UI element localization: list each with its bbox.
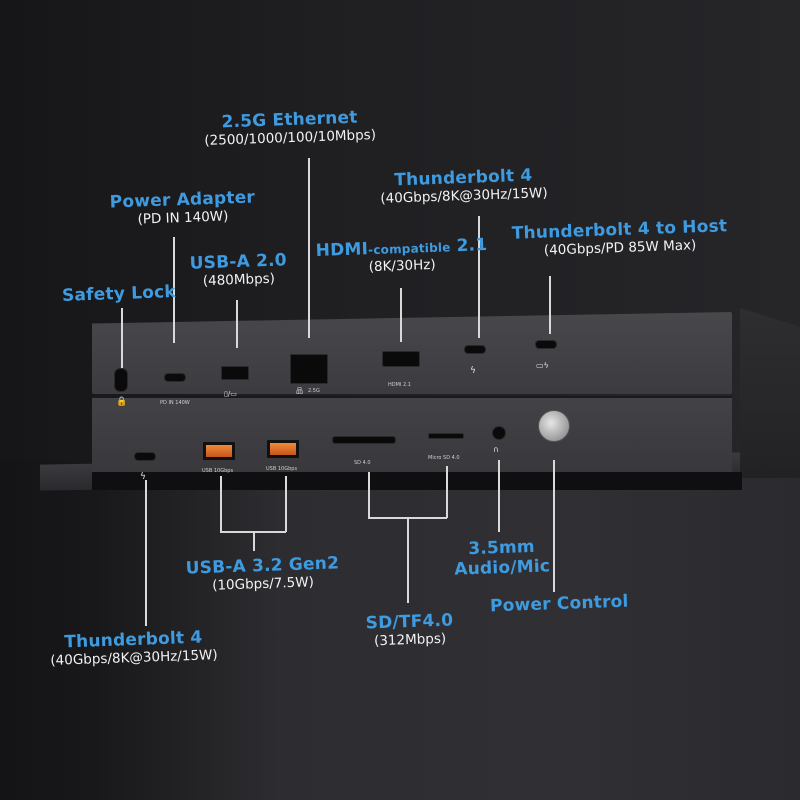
dock-shadow: [92, 472, 742, 490]
leader-hdmi: [400, 288, 402, 342]
leader-tb4-front: [145, 480, 147, 626]
microsd-label: Micro SD 4.0: [428, 455, 460, 461]
leader-usb2: [285, 476, 287, 532]
callout-sd-tf: SD/TF4.0 (312Mbps): [365, 610, 454, 650]
hdmi-label: HDMI 2.1: [388, 382, 411, 388]
hdmi-port[interactable]: [382, 351, 420, 367]
callout-safety-lock: Safety Lock: [61, 282, 177, 306]
leader-audio: [498, 460, 500, 532]
headphone-icon: ∩: [493, 445, 499, 454]
leader-usb-stem: [253, 531, 255, 551]
dock-front-panel: [92, 396, 732, 474]
callout-power-adapter: Power Adapter (PD IN 140W): [109, 187, 256, 228]
dock-side-face: [740, 308, 800, 478]
microsd-slot[interactable]: [428, 433, 464, 439]
sd-card-slot[interactable]: [332, 436, 396, 444]
leader-tb4-host: [549, 276, 551, 334]
callout-tb4-host: Thunderbolt 4 to Host (40Gbps/PD 85W Max…: [511, 216, 728, 260]
sd-label: SD 4.0: [354, 460, 371, 466]
laptop-thunderbolt-icon: ▭ϟ: [536, 361, 549, 370]
usb-battery-icon: ▯/▭: [224, 390, 237, 398]
leader-usb-a-20: [236, 300, 238, 348]
callout-audio: 3.5mm Audio/Mic: [454, 536, 551, 581]
docking-station: 🔒 PD IN 140W ▯/▭ 品 2.5G HDMI 2.1 ϟ ▭ϟ ϟ …: [92, 300, 800, 490]
leader-safety-lock: [121, 308, 123, 368]
pd-in-label: PD IN 140W: [160, 400, 190, 406]
power-button[interactable]: [538, 410, 570, 442]
usb-a-2-port[interactable]: [221, 366, 249, 380]
leader-power-adapter: [173, 237, 175, 343]
ethernet-port[interactable]: [290, 354, 328, 384]
usb-a-32-port-1[interactable]: [203, 442, 235, 460]
thunderbolt-4-host-port[interactable]: [535, 340, 557, 349]
leader-ethernet: [308, 158, 310, 338]
leader-usb1: [220, 476, 222, 532]
callout-usb-a-20: USB-A 2.0 (480Mbps): [189, 250, 288, 290]
callout-hdmi: HDMI-compatible 2.1 (8K/30Hz): [315, 235, 488, 276]
table-surface: [0, 460, 800, 800]
network-icon: 品: [296, 387, 303, 395]
thunderbolt-4-port-rear[interactable]: [464, 345, 486, 354]
leader-power-control: [553, 460, 555, 592]
ethernet-label: 2.5G: [308, 388, 320, 394]
callout-usb-a-32: USB-A 3.2 Gen2 (10Gbps/7.5W): [185, 553, 340, 595]
usb-a-32-port-2[interactable]: [267, 440, 299, 458]
leader-tb4-top: [478, 216, 480, 338]
usb2-label: USB 10Gbps: [266, 466, 298, 472]
callout-ethernet: 2.5G Ethernet (2500/1000/100/10Mbps): [204, 107, 377, 150]
leader-sd: [368, 472, 370, 518]
leader-sd-stem: [407, 517, 409, 603]
thunderbolt-icon: ϟ: [470, 366, 476, 376]
power-in-port[interactable]: [164, 373, 186, 382]
safety-lock-slot[interactable]: [114, 368, 128, 392]
callout-tb4-front: Thunderbolt 4 (40Gbps/8K@30Hz/15W): [50, 627, 218, 670]
lock-icon: 🔒: [116, 397, 128, 407]
thunderbolt-4-port-front[interactable]: [134, 452, 156, 461]
usb1-label: USB 10Gbps: [202, 468, 234, 474]
leader-microsd: [446, 466, 448, 518]
callout-tb4-top: Thunderbolt 4 (40Gbps/8K@30Hz/15W): [380, 165, 548, 208]
audio-jack[interactable]: [492, 426, 506, 440]
thunderbolt-icon: ϟ: [140, 472, 146, 482]
